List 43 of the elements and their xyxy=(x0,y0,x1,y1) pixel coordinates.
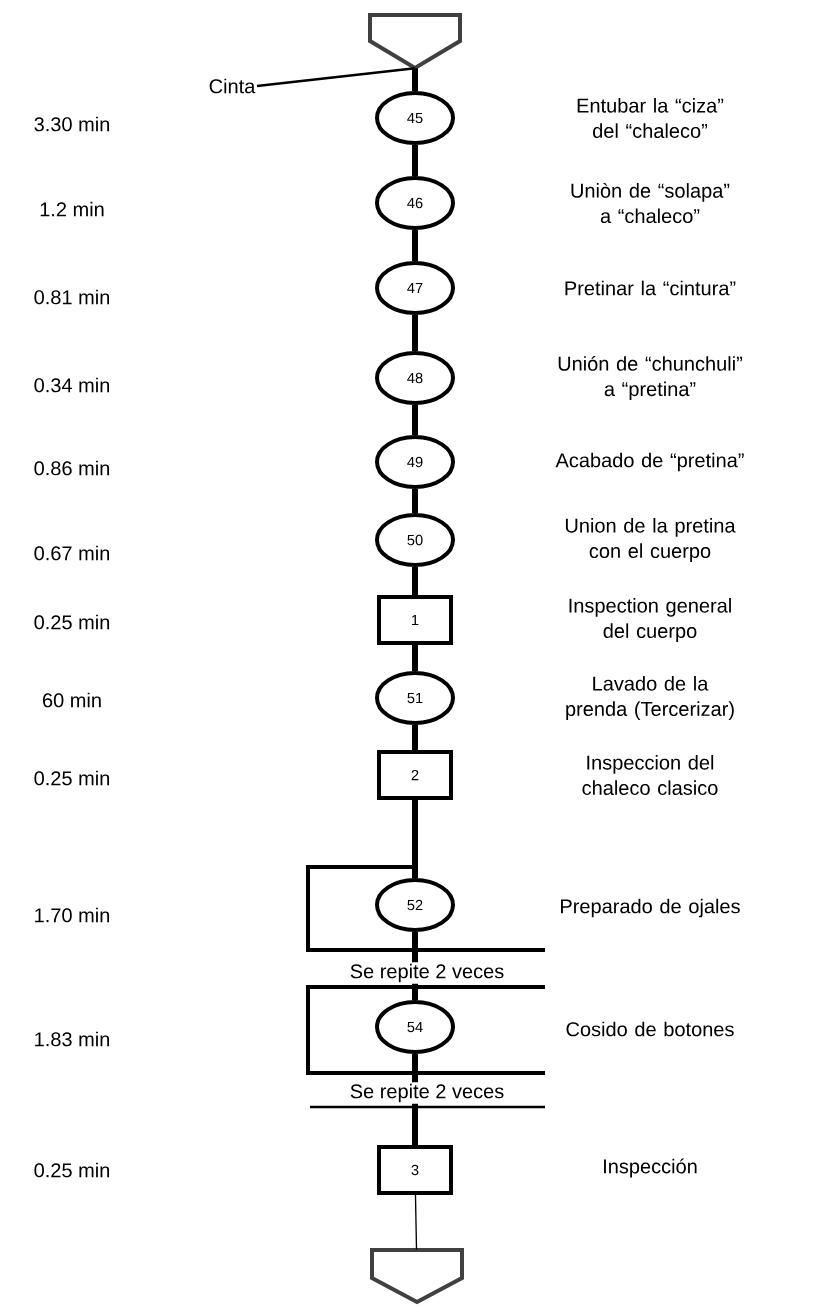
repeat-note: Se repite 2 veces xyxy=(348,1082,506,1104)
storage-symbol xyxy=(370,1248,464,1305)
flow-line xyxy=(412,725,418,750)
duration-text: 1.70 min xyxy=(35,907,110,923)
flow-line xyxy=(412,145,418,176)
duration-text: 60 min xyxy=(43,692,101,708)
duration-text: 1.83 min xyxy=(35,1031,110,1047)
duration-text: 0.34 min xyxy=(34,377,110,393)
operation-description: Unión de “chunchuli” a “pretina” xyxy=(558,355,743,401)
inspection-box: 2 xyxy=(377,750,453,800)
flow-line xyxy=(412,567,418,595)
operation-description: Uniòn de “solapa” a “chaleco” xyxy=(571,182,730,224)
operation-description: Union de la pretina con el cuerpo xyxy=(565,518,736,562)
inspection-box: 3 xyxy=(377,1145,453,1195)
duration-text: 0.86 min xyxy=(34,460,110,476)
storage-symbol xyxy=(368,13,462,71)
flow-line xyxy=(412,68,418,91)
conveyor-label: Cinta xyxy=(209,78,256,94)
flow-line xyxy=(412,405,418,435)
flow-line xyxy=(414,1194,418,1251)
duration-text: 0.25 min xyxy=(34,770,110,786)
operation-description: Lavado de la prenda (Tercerizar) xyxy=(566,676,734,720)
operation-description: Acabado de “pretina” xyxy=(555,452,744,472)
flow-line xyxy=(412,230,418,261)
duration-text: 0.81 min xyxy=(34,289,110,305)
duration-text: 0.67 min xyxy=(34,545,110,561)
operation-description: Inspeccion del chaleco clasico xyxy=(582,755,718,795)
operation-description: Cosido de botones xyxy=(566,1021,734,1037)
duration-text: 3.30 min xyxy=(34,116,110,132)
leader-line xyxy=(256,66,416,88)
flow-line xyxy=(412,489,418,513)
flow-line xyxy=(412,315,418,351)
operation-description: Preparado de ojales xyxy=(561,898,740,918)
flow-line xyxy=(412,645,418,671)
duration-text: 1.2 min xyxy=(40,201,104,217)
operation-description: Inspección xyxy=(604,1158,697,1178)
operation-description: Entubar la “ciza” del “chaleco” xyxy=(577,98,724,138)
operation-description: Pretinar la “cintura” xyxy=(565,280,736,296)
inspection-box: 1 xyxy=(377,595,453,645)
repeat-note: Se repite 2 veces xyxy=(348,962,506,984)
duration-text: 0.25 min xyxy=(34,614,110,630)
operation-description: Inspection general del cuerpo xyxy=(569,598,731,642)
duration-text: 0.25 min xyxy=(34,1162,110,1178)
